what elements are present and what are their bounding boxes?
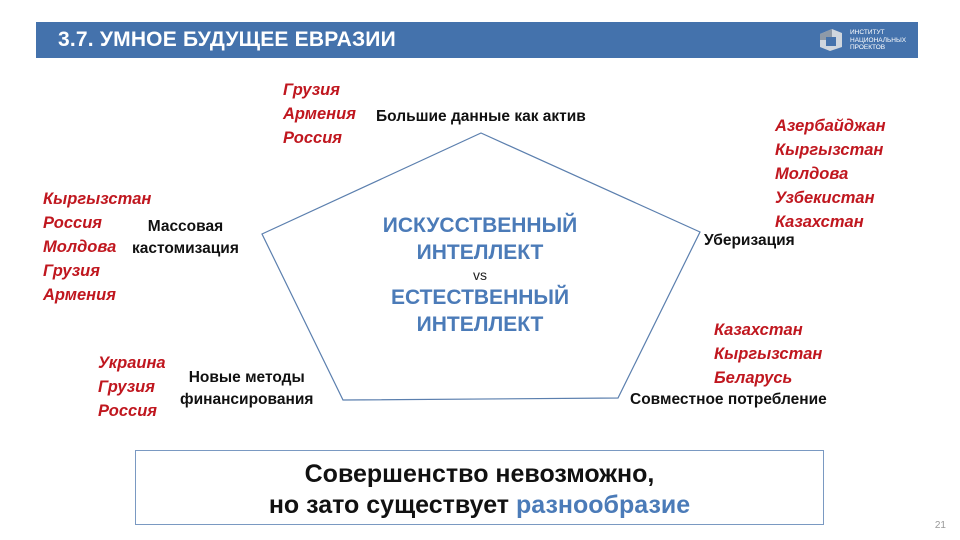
country-item: Кыргызстан	[714, 345, 823, 363]
conclusion-prefix: но зато существует	[268, 491, 516, 519]
slide-title: 3.7. УМНОЕ БУДУЩЕЕ ЕВРАЗИИ	[58, 28, 396, 51]
country-item: Беларусь	[714, 369, 793, 387]
title-bar: 3.7. УМНОЕ БУДУЩЕЕ ЕВРАЗИИ ИНСТИТУТ НАЦИ…	[36, 22, 918, 58]
vertex-label-right: Уберизация	[704, 232, 795, 249]
pentagon-shape	[261, 132, 701, 401]
vertex-label-bottom-right: Совместное потребление	[630, 391, 827, 408]
conclusion-box: Совершенство невозможно, но зато существ…	[135, 450, 824, 525]
center-vs: vs	[473, 267, 487, 283]
center-concept: ИСКУССТВЕННЫЙ ИНТЕЛЛЕКТ vs ЕСТЕСТВЕННЫЙ …	[360, 212, 600, 338]
center-line: ИНТЕЛЛЕКТ	[416, 241, 544, 264]
country-item: Узбекистан	[775, 189, 875, 207]
country-item: Армения	[283, 105, 356, 123]
countries-top: Грузия Армения Россия	[283, 78, 356, 150]
conclusion-text: Совершенство невозможно, но зато существ…	[136, 459, 823, 521]
country-item: Россия	[43, 214, 103, 232]
country-item: Россия	[98, 402, 158, 420]
country-item: Армения	[43, 286, 116, 304]
country-item: Молдова	[775, 165, 849, 183]
countries-bottom-left: Украина Грузия Россия	[98, 351, 166, 423]
country-item: Кыргызстан	[775, 141, 884, 159]
vertex-label-line: кастомизация	[132, 240, 239, 257]
logo-line: ИНСТИТУТ	[850, 29, 885, 36]
country-item: Кыргызстан	[43, 190, 152, 208]
page-number: 21	[934, 520, 946, 531]
country-item: Грузия	[43, 262, 100, 280]
vertex-label-line: Новые методы	[188, 369, 305, 386]
vertex-label-top: Большие данные как актив	[376, 108, 586, 125]
countries-left: Кыргызстан Россия Молдова Грузия Армения	[43, 187, 151, 307]
center-line: ЕСТЕСТВЕННЫЙ	[390, 286, 570, 309]
conclusion-line: но зато существует разнообразие	[136, 490, 823, 521]
country-item: Казахстан	[775, 213, 864, 231]
countries-right: Азербайджан Кыргызстан Молдова Узбекиста…	[775, 114, 886, 234]
country-item: Украина	[98, 354, 166, 372]
vertex-label-bottom-left: Новые методы финансирования	[180, 367, 313, 411]
conclusion-accent: разнообразие	[515, 491, 691, 519]
center-line: ИСКУССТВЕННЫЙ	[382, 214, 578, 237]
vertex-label-line: финансирования	[180, 391, 314, 408]
country-item: Россия	[283, 129, 343, 147]
logo-text: ИНСТИТУТ НАЦИОНАЛЬНЫХ ПРОЕКТОВ	[850, 29, 906, 52]
logo-line: ПРОЕКТОВ	[850, 44, 886, 52]
logo-line: НАЦИОНАЛЬНЫХ	[850, 36, 907, 44]
institute-logo: ИНСТИТУТ НАЦИОНАЛЬНЫХ ПРОЕКТОВ	[818, 26, 914, 54]
country-item: Молдова	[43, 238, 117, 256]
vertex-label-left: Массовая кастомизация	[132, 216, 239, 260]
vertex-label-line: Массовая	[147, 218, 224, 235]
country-item: Казахстан	[714, 321, 803, 339]
country-item: Азербайджан	[775, 117, 886, 135]
logo-icon	[820, 29, 842, 51]
country-item: Грузия	[98, 378, 155, 396]
center-line: ИНТЕЛЛЕКТ	[416, 313, 544, 336]
countries-bottom-right: Казахстан Кыргызстан Беларусь	[714, 318, 822, 390]
country-item: Грузия	[283, 81, 340, 99]
conclusion-line: Совершенство невозможно,	[304, 460, 655, 488]
